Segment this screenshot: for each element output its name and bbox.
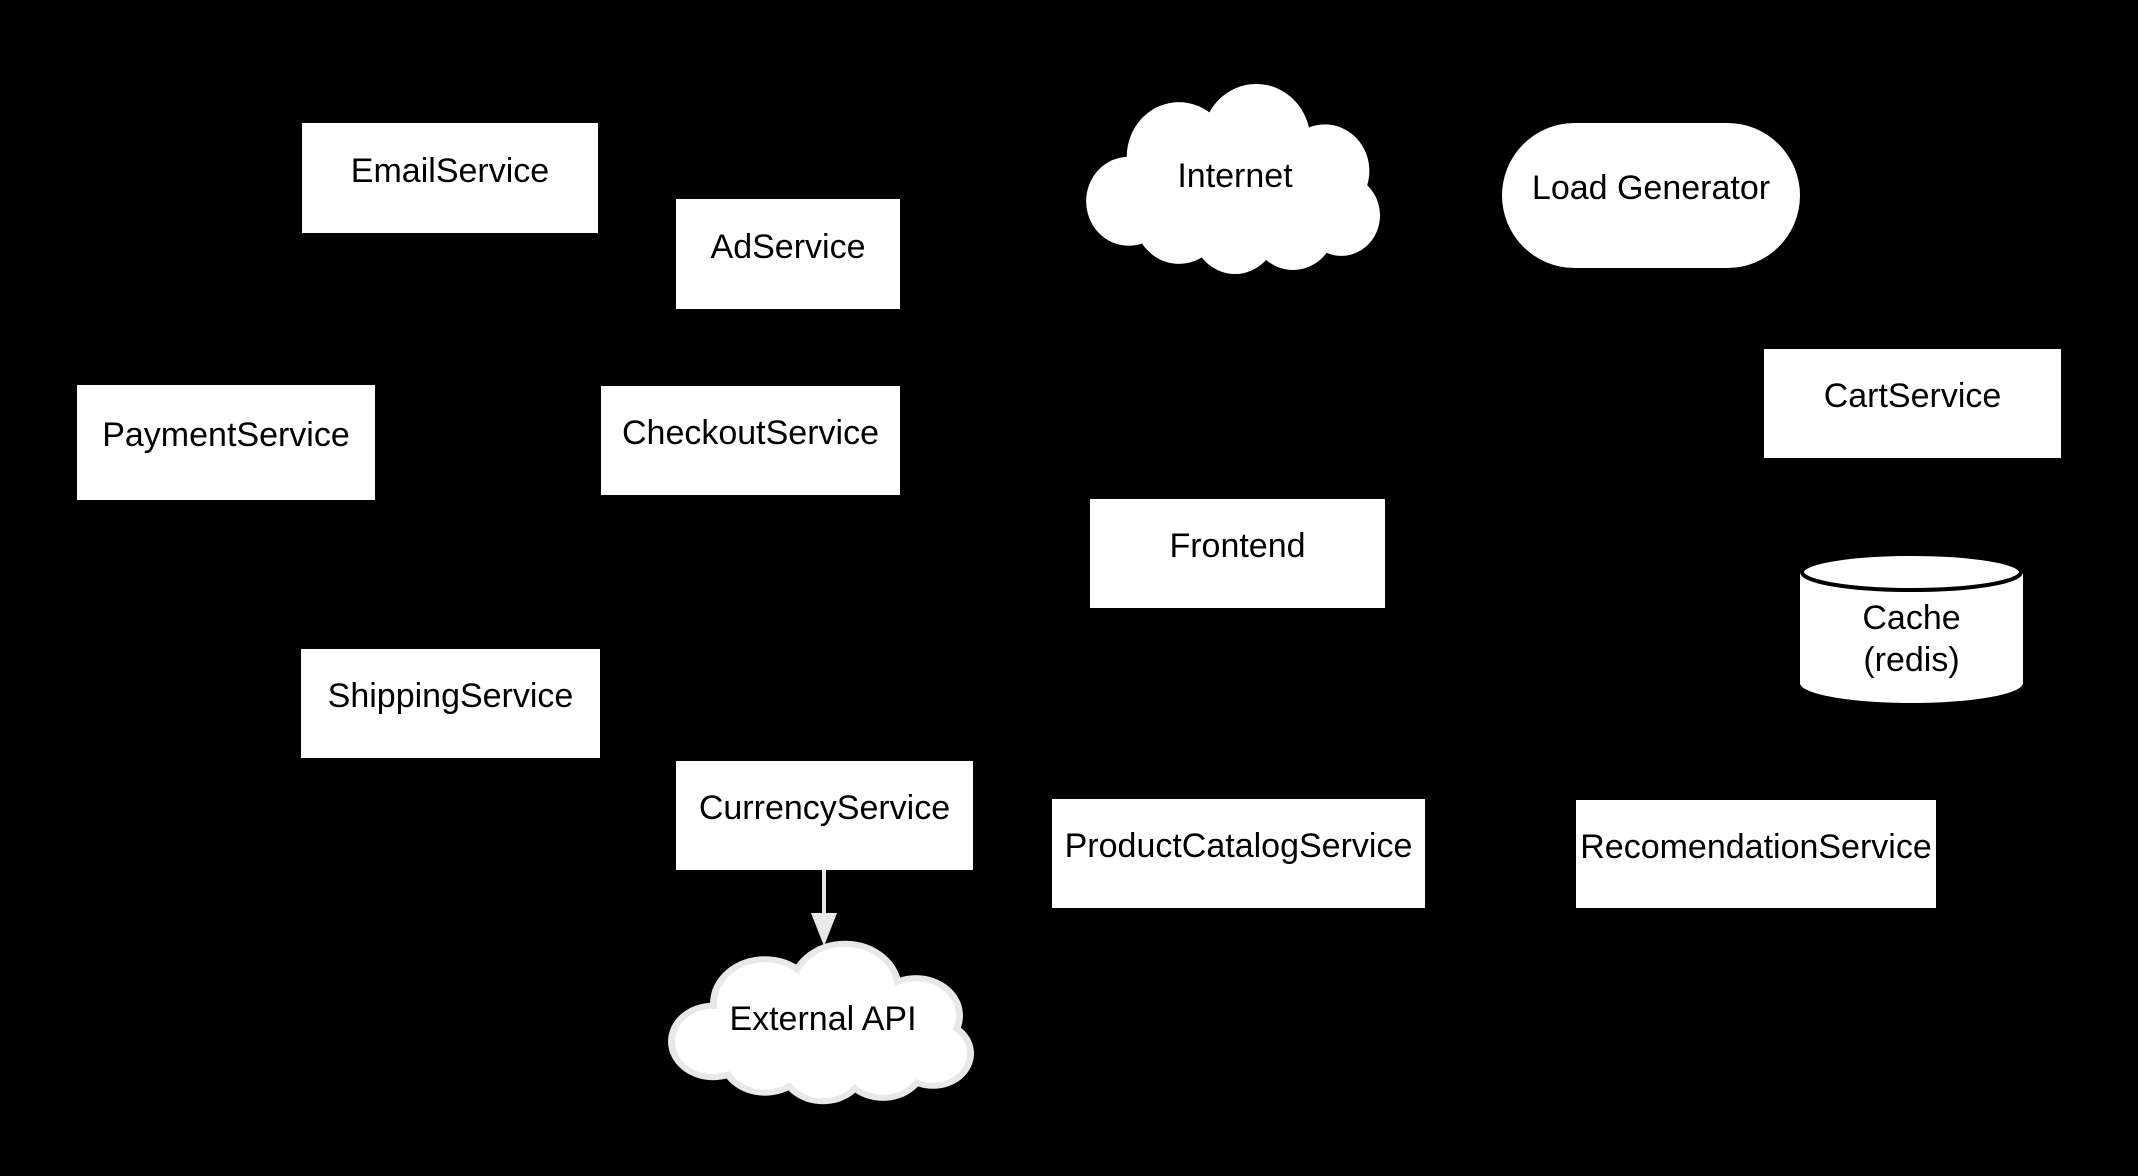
- cache-label-line1: Cache: [1862, 598, 1961, 637]
- node-productcatalogservice[interactable]: ProductCatalogService: [1052, 799, 1425, 908]
- node-checkoutservice-label: CheckoutService: [621, 414, 879, 453]
- node-emailservice[interactable]: EmailService: [302, 123, 598, 233]
- node-recomendationservice-label: RecomendationService: [1580, 827, 1932, 866]
- node-cartservice[interactable]: CartService: [1764, 349, 2061, 458]
- node-cache-redis-label: Cache (redis): [1800, 552, 2023, 703]
- node-checkoutservice[interactable]: CheckoutService: [601, 386, 900, 495]
- edge-currencyservice-to-externalapi[interactable]: [805, 868, 843, 948]
- node-currencyservice-label: CurrencyService: [698, 789, 951, 828]
- node-external-api[interactable]: External API: [668, 940, 974, 1105]
- node-load-generator-label: Load Generator: [1531, 169, 1771, 208]
- node-paymentservice[interactable]: PaymentService: [77, 385, 375, 500]
- node-paymentservice-label: PaymentService: [102, 416, 350, 455]
- cloud-shape-icon: [668, 940, 974, 1105]
- node-frontend-label: Frontend: [1169, 527, 1306, 566]
- node-shippingservice[interactable]: ShippingService: [301, 649, 600, 758]
- node-cache-redis[interactable]: Cache (redis): [1800, 552, 2023, 703]
- cache-label-line2: (redis): [1863, 640, 1960, 679]
- node-internet-label: Internet: [1177, 156, 1293, 195]
- node-recomendationservice[interactable]: RecomendationService: [1576, 800, 1936, 908]
- node-external-api-label: External API: [729, 1000, 917, 1039]
- node-emailservice-label: EmailService: [350, 151, 550, 190]
- node-internet[interactable]: Internet: [1086, 83, 1380, 275]
- node-cartservice-label: CartService: [1823, 377, 2002, 416]
- node-productcatalogservice-label: ProductCatalogService: [1064, 827, 1413, 866]
- database-cylinder-icon: [1800, 552, 2023, 703]
- node-currencyservice[interactable]: CurrencyService: [676, 761, 973, 870]
- node-load-generator[interactable]: Load Generator: [1502, 123, 1800, 268]
- node-adservice[interactable]: AdService: [676, 199, 900, 309]
- node-shippingservice-label: ShippingService: [327, 677, 574, 716]
- node-frontend[interactable]: Frontend: [1090, 499, 1385, 608]
- cloud-shape-icon: [1086, 83, 1380, 275]
- node-adservice-label: AdService: [710, 227, 866, 266]
